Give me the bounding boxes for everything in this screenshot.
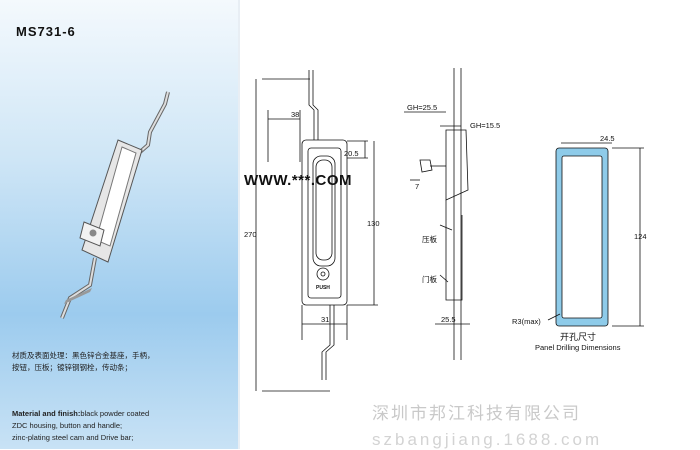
dim-25-5: 25.5 bbox=[441, 315, 456, 324]
drilling-caption-en: Panel Drilling Dimensions bbox=[535, 343, 621, 352]
drilling-caption-cn: 开孔尺寸 bbox=[560, 332, 597, 342]
material-en-line-1: Material and finish:black powder coated bbox=[12, 409, 150, 418]
material-en-line-2: ZDC housing, button and handle; bbox=[12, 421, 123, 430]
dim-38: 38 bbox=[291, 110, 299, 119]
dim-20-5: 20.5 bbox=[344, 149, 359, 158]
dim-r3-max: R3(max) bbox=[512, 317, 541, 326]
label-door-plate: 门板 bbox=[422, 274, 437, 284]
front-view-drawing bbox=[255, 70, 378, 392]
panel-cutout-drawing bbox=[547, 142, 644, 327]
label-press-plate: 压板 bbox=[422, 234, 437, 244]
dim-270: 270 bbox=[244, 230, 257, 239]
lock-product-image bbox=[60, 91, 170, 319]
dim-gh-15-5: GH=15.5 bbox=[470, 121, 500, 130]
dim-130: 130 bbox=[367, 219, 380, 228]
panel-divider bbox=[238, 0, 240, 449]
watermark-company: 深圳市邦江科技有限公司 bbox=[372, 404, 581, 423]
push-label: PUSH bbox=[316, 285, 330, 291]
model-number: MS731-6 bbox=[16, 24, 76, 39]
watermark-site: szbangjiang.1688.com bbox=[372, 430, 603, 449]
dim-7: 7 bbox=[415, 182, 419, 191]
material-en-line-3: zinc-plating steel cam and Drive bar; bbox=[12, 433, 134, 442]
material-cn-line-2: 按钮，压板；镀锌钢钢栓，传动条； bbox=[12, 363, 132, 372]
dim-124: 124 bbox=[634, 232, 647, 241]
dim-gh-25-5: GH=25.5 bbox=[407, 103, 437, 112]
side-view-drawing bbox=[404, 68, 470, 360]
dim-31: 31 bbox=[321, 315, 329, 324]
material-cn-line-1: 材质及表面处理：黑色锌合金基座，手柄， bbox=[12, 351, 155, 360]
dim-24-5: 24.5 bbox=[600, 134, 615, 143]
